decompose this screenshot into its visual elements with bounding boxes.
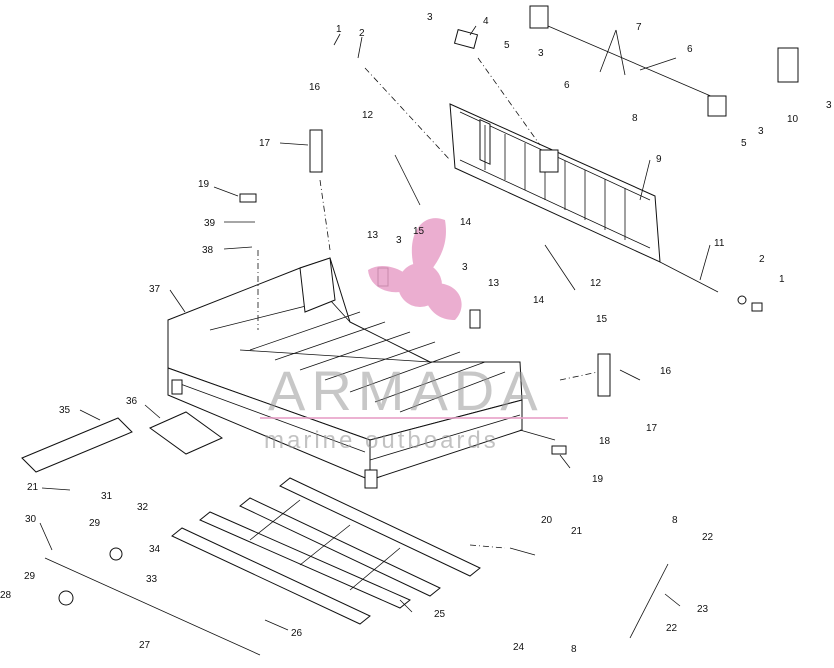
- callout-15: 15: [596, 314, 608, 325]
- callout-6: 6: [687, 44, 693, 55]
- callout-21: 21: [27, 482, 39, 493]
- callout-8: 8: [571, 644, 577, 655]
- watermark-subtitle: marine outboards: [264, 427, 499, 454]
- callout-14: 14: [533, 295, 545, 306]
- callout-29: 29: [24, 571, 36, 582]
- cargo-box-side-face: [369, 399, 523, 481]
- callout-27: 27: [139, 640, 151, 651]
- tailgate-latch-housing: [539, 149, 559, 173]
- washer-2: [737, 295, 747, 305]
- cargo-box-foot: [364, 469, 378, 489]
- bracket-13-right: [469, 309, 481, 329]
- watermark-title: ARMADA: [268, 359, 544, 422]
- pad-19-lower: [551, 445, 567, 455]
- callout-12: 12: [362, 110, 374, 121]
- cargo-box-assembly: [167, 257, 523, 489]
- callout-2: 2: [359, 28, 365, 39]
- callout-8: 8: [672, 515, 678, 526]
- callout-24: 24: [513, 642, 525, 653]
- callout-20: 20: [541, 515, 553, 526]
- callout-10: 10: [787, 114, 799, 125]
- callout-31: 31: [101, 491, 113, 502]
- callout-1: 1: [779, 274, 785, 285]
- callout-3: 3: [538, 48, 544, 59]
- latch-right: [707, 95, 727, 117]
- callout-36: 36: [126, 396, 138, 407]
- axle-rod: [44, 557, 261, 656]
- frame-assembly: [171, 477, 481, 625]
- callout-3: 3: [758, 126, 764, 137]
- callout-5: 5: [504, 40, 510, 51]
- callout-18: 18: [599, 436, 611, 447]
- bolt-1: [751, 302, 763, 312]
- mounting-plate-35: [21, 417, 133, 473]
- callout-33: 33: [146, 574, 158, 585]
- bearing-29-upper: [109, 547, 123, 561]
- callout-11: 11: [714, 238, 725, 249]
- callout-8: 8: [632, 113, 638, 124]
- support-arm-upper: [394, 154, 421, 206]
- callout-4: 4: [483, 16, 489, 27]
- callout-16: 16: [309, 82, 321, 93]
- callout-2: 2: [759, 254, 765, 265]
- support-arm-lower: [544, 244, 576, 291]
- callout-34: 34: [149, 544, 161, 555]
- hinge-bracket-lower: [597, 353, 611, 397]
- callout-3: 3: [462, 262, 468, 273]
- callout-25: 25: [434, 609, 446, 620]
- tailgate: [449, 103, 661, 263]
- cargo-box-foot: [171, 379, 183, 395]
- callout-37: 37: [149, 284, 161, 295]
- callout-23: 23: [697, 604, 709, 615]
- latch-left: [529, 5, 549, 29]
- callout-35: 35: [59, 405, 71, 416]
- callout-19: 19: [198, 179, 210, 190]
- callout-38: 38: [202, 245, 214, 256]
- pivot-rod: [659, 261, 763, 312]
- callout-13: 13: [488, 278, 500, 289]
- label-plate: [453, 29, 479, 49]
- bearing-29: [58, 590, 74, 606]
- callout-22: 22: [702, 532, 714, 543]
- callout-22: 22: [666, 623, 678, 634]
- callout-1: 1: [336, 24, 342, 35]
- gas-spring: [629, 563, 669, 639]
- callout-7: 7: [636, 22, 642, 33]
- bracket-10: [777, 47, 799, 83]
- callout-16: 16: [660, 366, 672, 377]
- callout-13: 13: [367, 230, 379, 241]
- pad-19-upper: [239, 193, 257, 203]
- callout-3: 3: [427, 12, 433, 23]
- callout-21: 21: [571, 526, 583, 537]
- cargo-box-corner: [299, 257, 336, 313]
- pad-36: [149, 411, 223, 455]
- latch-cable-assembly: [453, 5, 799, 117]
- callout-17: 17: [259, 138, 271, 149]
- callout-32: 32: [137, 502, 149, 513]
- callout-28: 28: [0, 590, 12, 601]
- callout-30: 30: [25, 514, 37, 525]
- callout-9: 9: [656, 154, 662, 165]
- pin-20: [509, 547, 536, 556]
- callout-19: 19: [592, 474, 604, 485]
- callout-5: 5: [741, 138, 747, 149]
- watermark: ARMADA marine outboards: [260, 218, 568, 454]
- callout-15: 15: [413, 226, 425, 237]
- callout-12: 12: [590, 278, 602, 289]
- callout-6: 6: [564, 80, 570, 91]
- hinge-bracket-upper: [309, 129, 323, 173]
- callout-29: 29: [89, 518, 101, 529]
- callout-3: 3: [396, 235, 402, 246]
- callout-14: 14: [460, 217, 472, 228]
- callout-labels: 1 2 3 4 5 3 7 6 6 8 3 5 10 3 16 17 12 9 …: [0, 12, 832, 655]
- leader-lines: [39, 25, 711, 631]
- callout-17: 17: [646, 423, 658, 434]
- callout-3: 3: [826, 100, 832, 111]
- callout-39: 39: [204, 218, 216, 229]
- callout-26: 26: [291, 628, 303, 639]
- propeller-logo: [368, 218, 462, 320]
